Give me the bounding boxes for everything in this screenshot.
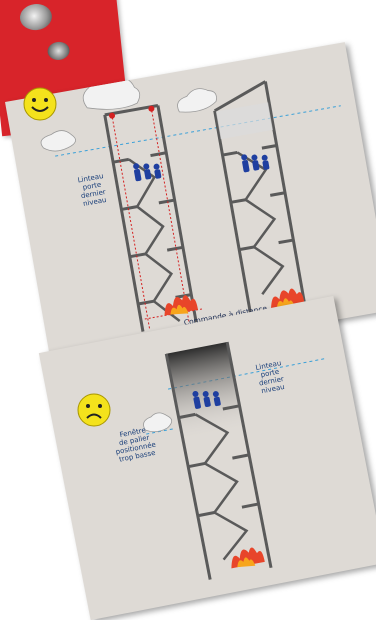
sad-face-icon (76, 392, 112, 428)
device-screw (47, 41, 71, 61)
smoke-icon (175, 86, 218, 114)
people-icon (133, 159, 162, 182)
bottom-diagram-svg (39, 296, 376, 620)
bottom-diagram-panel: Fenêtre de palier positionnée trop basse… (39, 296, 376, 620)
device-knob (19, 2, 54, 31)
left-stairwell (105, 103, 206, 332)
right-stairwell (211, 81, 304, 312)
fire-icon (228, 546, 265, 571)
happy-face-icon (22, 86, 58, 122)
linteau-line (55, 106, 341, 156)
